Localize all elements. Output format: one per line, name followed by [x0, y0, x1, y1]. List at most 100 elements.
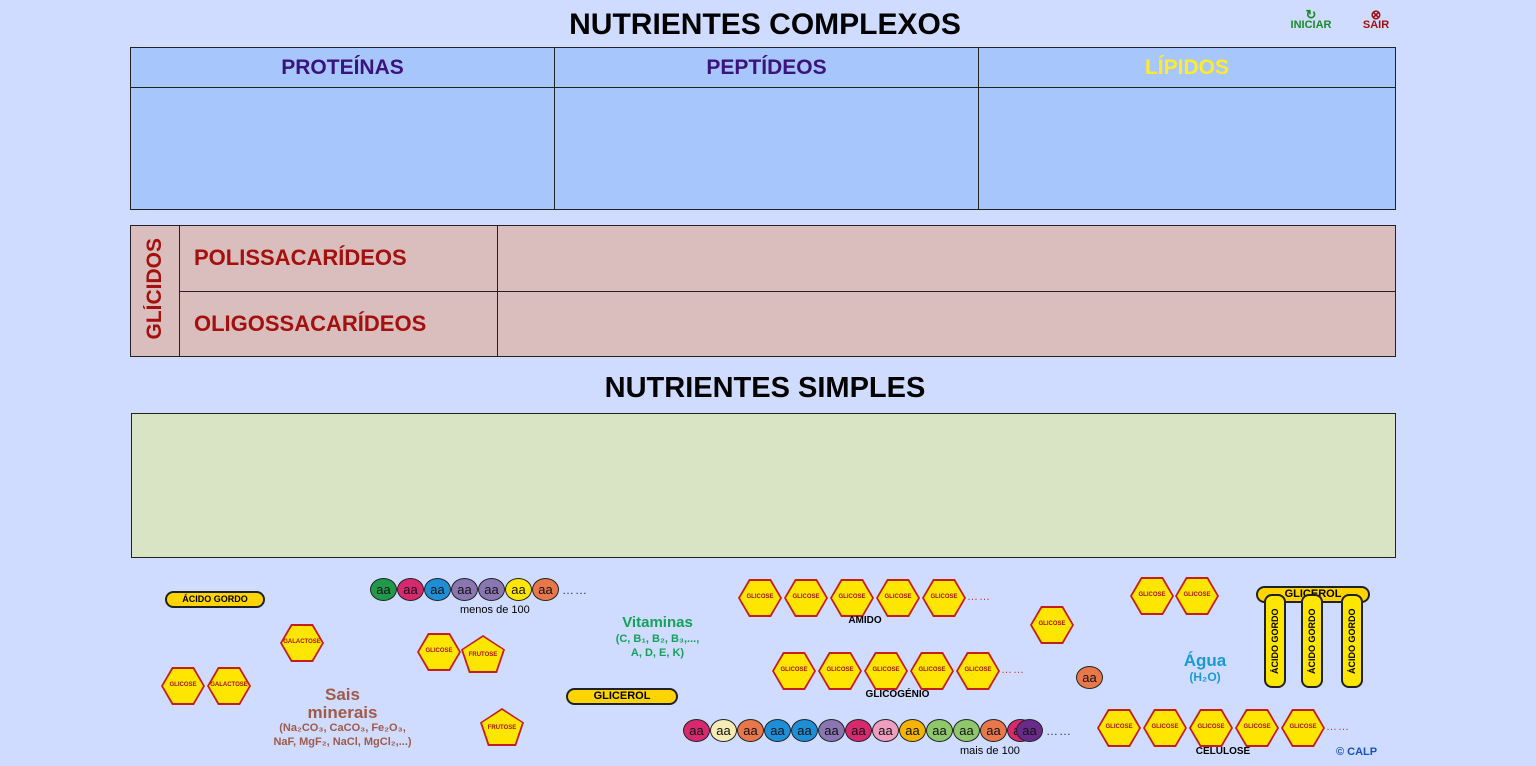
aa-circle: aa	[397, 578, 424, 601]
glicose-hex: GLICOSE	[1235, 709, 1279, 747]
drop-zone-nutrientes-simples[interactable]	[131, 413, 1396, 558]
drop-zone-peptideos[interactable]	[554, 87, 979, 210]
page-title: NUTRIENTES COMPLEXOS	[569, 8, 961, 41]
chain-dots: ……	[967, 591, 991, 603]
aa-circle: aa	[505, 578, 532, 601]
aa-circle: aa	[980, 719, 1007, 742]
glicose-hex: GLICOSE	[830, 579, 874, 617]
simple-title: NUTRIENTES SIMPLES	[604, 372, 926, 404]
restart-icon: ↻	[1305, 7, 1317, 22]
acido-gordo-label: ÁCIDO GORDO	[1347, 608, 1357, 674]
glicose-hex: GLICOSE	[784, 579, 828, 617]
glicose-label: GLICOSE	[838, 594, 866, 600]
glicose-hex: GLICOSE	[1097, 709, 1141, 747]
drop-zone-lipidos[interactable]	[978, 87, 1396, 210]
polissacarideos-label: POLISSACARÍDEOS	[179, 225, 498, 292]
copyright: © CALP	[1336, 746, 1378, 758]
drop-zone-polissacarideos[interactable]	[497, 225, 1396, 292]
sais-formula-2: NaF, MgF₂, NaCl, MgCl₂,...)	[273, 736, 412, 748]
glicose-label: GLICOSE	[1038, 621, 1066, 627]
drop-zone-proteinas[interactable]	[130, 87, 555, 210]
glicose-hex: GLICOSE	[161, 667, 205, 705]
glicose-label: GLICOSE	[930, 594, 958, 600]
sais-formula-1: (Na₂CO₃, CaCO₃, Fe₂O₃,	[279, 722, 406, 734]
glicose-hex: GLICOSE	[910, 652, 954, 690]
agua-formula: (H₂O)	[1189, 670, 1221, 684]
aa-circle: aa	[953, 719, 980, 742]
chain-dots: ……	[562, 583, 588, 597]
glicose-hex: GLICOSE	[417, 633, 461, 671]
aa-circle: aa	[791, 719, 818, 742]
aa-circle: aa	[737, 719, 764, 742]
glicose-hex: GLICOSE	[1189, 709, 1233, 747]
glicose-label: GLICOSE	[1197, 724, 1225, 730]
glicerol-piece[interactable]: GLICEROL	[566, 688, 678, 705]
aa-circle: aa	[424, 578, 451, 601]
glicose-label: GLICOSE	[1138, 592, 1166, 598]
aa-circle: aa	[683, 719, 710, 742]
glicidos-label-cell: GLÍCIDOS	[130, 225, 180, 357]
aa-circle: aa	[872, 719, 899, 742]
aa-circle: aa	[818, 719, 845, 742]
vitaminas-list-1: (C, B₁, B₂, B₃,...,	[615, 633, 700, 645]
aa-circle: aa	[1016, 719, 1043, 742]
glicose-label: GLICOSE	[425, 648, 453, 654]
chain-dots: ……	[1326, 721, 1350, 733]
glicose-label: GLICOSE	[1289, 724, 1317, 730]
glicose-hex: GLICOSE	[1175, 577, 1219, 615]
galactose-label: GALACTOSE	[283, 639, 321, 645]
aa-circle: aa	[926, 719, 953, 742]
glicose-hex: GLICOSE	[876, 579, 920, 617]
acido-gordo-piece[interactable]: ÁCIDO GORDO	[165, 591, 265, 608]
aa-circle: aa	[532, 578, 559, 601]
glicose-label: GLICOSE	[1105, 724, 1133, 730]
acido-gordo-bar: ÁCIDO GORDO	[1341, 594, 1363, 688]
frutose-label: FRUTOSE	[487, 725, 517, 731]
glicose-hex: GLICOSE	[818, 652, 862, 690]
glicose-label: GLICOSE	[780, 667, 808, 673]
glicose-hex: GLICOSE	[1130, 577, 1174, 615]
exit-button[interactable]: ⊗ SAIR	[1356, 8, 1396, 31]
header-peptideos: PEPTÍDEOS	[554, 47, 979, 88]
glicose-label: GLICOSE	[884, 594, 912, 600]
glicose-label: GLICOSE	[792, 594, 820, 600]
sais-title-2: minerais	[307, 703, 378, 722]
glicose-label: GLICOSE	[1243, 724, 1271, 730]
acido-gordo-bar: ÁCIDO GORDO	[1301, 594, 1323, 688]
mais-100-label: mais de 100	[960, 745, 1020, 757]
agua-title: Água	[1183, 651, 1227, 670]
sais-title-1: Sais	[325, 685, 360, 704]
glicose-label: GLICOSE	[1151, 724, 1179, 730]
glicidos-label: GLÍCIDOS	[143, 237, 166, 340]
chain-dots: ……	[1046, 724, 1072, 738]
glicose-label: GLICOSE	[918, 667, 946, 673]
acido-gordo-label: ÁCIDO GORDO	[1307, 608, 1317, 674]
acido-gordo-bar: ÁCIDO GORDO	[1264, 594, 1286, 688]
aa-piece[interactable]: aa	[1076, 666, 1103, 689]
galactose-label: GALACTOSE	[210, 682, 248, 688]
vitaminas-list-2: A, D, E, K)	[630, 647, 685, 659]
glicose-hex: GLICOSE	[1143, 709, 1187, 747]
header-lipidos: LÍPIDOS	[978, 47, 1396, 88]
glicidos-table: GLÍCIDOS POLISSACARÍDEOS OLIGOSSACARÍDEO…	[130, 225, 1396, 357]
glicose-hex: GLICOSE	[772, 652, 816, 690]
glicose-hex: GLICOSE	[864, 652, 908, 690]
frutose-piece[interactable]: FRUTOSE	[480, 708, 524, 746]
glicose-piece[interactable]: GLICOSE	[1030, 606, 1074, 644]
glicogenio-label: GLICOGÉNIO	[865, 689, 930, 700]
drop-zone-oligossacarideos[interactable]	[497, 290, 1396, 357]
aa-circle: aa	[899, 719, 926, 742]
menos-100-label: menos de 100	[460, 604, 530, 616]
glicose-label: GLICOSE	[746, 594, 774, 600]
aa-circle: aa	[764, 719, 791, 742]
galactose-hex: GALACTOSE	[207, 667, 251, 705]
start-button[interactable]: ↻ INICIAR	[1283, 7, 1339, 31]
galactose-piece[interactable]: GALACTOSE	[280, 624, 324, 662]
glicose-label: GLICOSE	[964, 667, 992, 673]
oligossacarideos-label: OLIGOSSACARÍDEOS	[179, 290, 498, 357]
aa-circle: aa	[478, 578, 505, 601]
vitaminas-title: Vitaminas	[622, 614, 693, 631]
acido-gordo-label: ÁCIDO GORDO	[182, 594, 248, 604]
glicose-hex: GLICOSE	[738, 579, 782, 617]
start-label: INICIAR	[1290, 19, 1332, 31]
